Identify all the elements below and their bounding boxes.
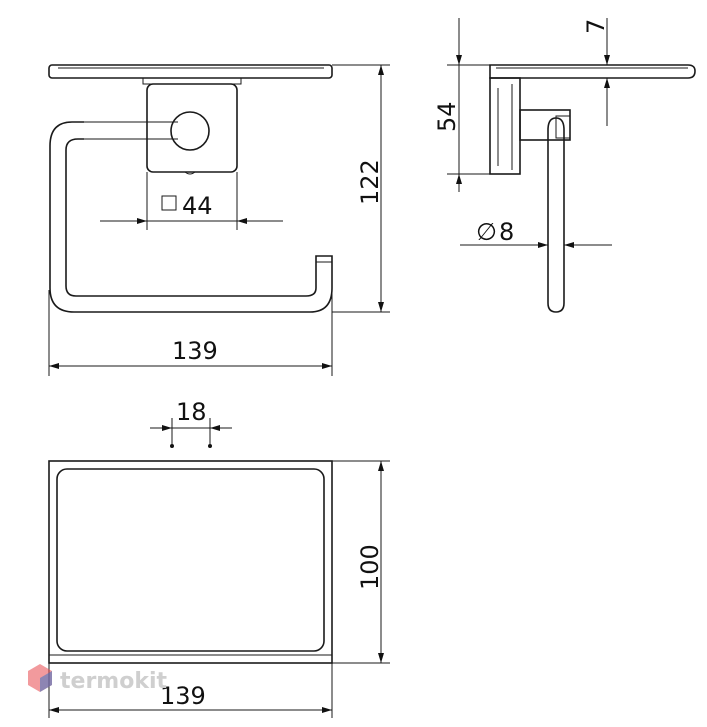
top-view bbox=[48, 444, 333, 664]
dim-label-square: 44 bbox=[182, 192, 213, 220]
side-rod bbox=[547, 117, 565, 313]
watermark: termokit bbox=[28, 664, 167, 694]
top-inner-tray bbox=[56, 468, 325, 652]
dim-top-width: 139 bbox=[48, 663, 333, 718]
dim-label-top-gap: 18 bbox=[176, 398, 207, 426]
side-shelf bbox=[489, 64, 696, 79]
front-u-rod bbox=[49, 121, 333, 313]
dim-front-height: 122 bbox=[332, 64, 390, 313]
dim-side-plate-height: 54 bbox=[433, 18, 490, 192]
dim-label-side-plate-height: 54 bbox=[433, 101, 461, 132]
dim-label-shelf-thickness: 7 bbox=[582, 19, 610, 34]
mount-hole-right bbox=[208, 444, 212, 448]
dim-label-rod-diameter: 8 bbox=[499, 218, 514, 246]
front-wall-plate bbox=[146, 83, 238, 173]
dim-label-front-width: 139 bbox=[172, 337, 218, 365]
dim-label-top-depth: 100 bbox=[356, 544, 384, 590]
side-arm bbox=[519, 109, 571, 141]
front-knob bbox=[170, 111, 210, 151]
side-view bbox=[489, 64, 696, 313]
dim-label-front-height: 122 bbox=[356, 159, 384, 205]
watermark-brand: termokit bbox=[60, 669, 167, 694]
dim-front-width: 139 bbox=[48, 290, 333, 376]
side-wall-plate bbox=[489, 77, 521, 175]
front-shelf bbox=[48, 64, 333, 79]
mount-hole-left bbox=[170, 444, 174, 448]
top-outer-frame bbox=[48, 460, 333, 664]
front-view bbox=[48, 64, 333, 313]
dim-square-44: 44 bbox=[100, 172, 283, 230]
dim-shelf-thickness: 7 bbox=[582, 18, 620, 126]
square-symbol bbox=[161, 195, 177, 211]
dim-top-depth: 100 bbox=[332, 460, 390, 664]
dim-top-gap: 18 bbox=[150, 398, 232, 444]
diameter-symbol: ∅ bbox=[476, 218, 497, 246]
dim-label-top-width: 139 bbox=[160, 682, 206, 710]
dim-rod-diameter: ∅ 8 bbox=[460, 218, 612, 248]
